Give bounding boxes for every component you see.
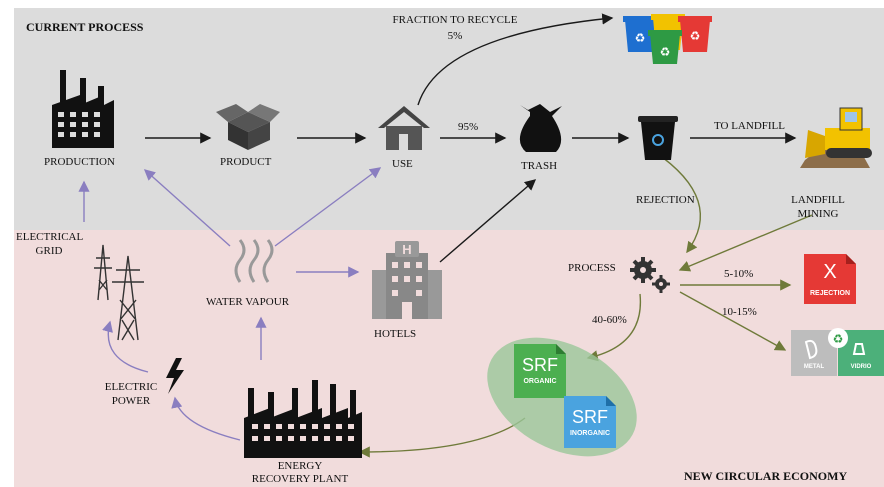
svg-text:♻: ♻ xyxy=(635,31,646,45)
pct-5-10-label: 5-10% xyxy=(724,268,754,280)
product-label: PRODUCT xyxy=(220,156,272,168)
current-process-title: CURRENT PROCESS xyxy=(26,20,144,34)
grid-label-1: ELECTRICAL xyxy=(16,231,84,243)
metal-glass-icon: ♻ xyxy=(791,328,884,376)
bulldozer-icon xyxy=(800,107,872,168)
srf-inorganic-sub: INORGANIC xyxy=(569,430,611,437)
arrow-landfill-process xyxy=(678,214,813,272)
rejection-badge-text: REJECTION xyxy=(809,290,851,297)
srf-inorganic-icon xyxy=(564,396,616,448)
plant-icon xyxy=(244,380,362,458)
hotel-icon: H xyxy=(372,241,442,319)
current-process-band xyxy=(14,8,884,230)
production-label: PRODUCTION xyxy=(44,156,115,168)
srf-organic-title: SRF xyxy=(522,355,558,375)
process-label: PROCESS xyxy=(568,262,616,274)
plant-label-2: RECOVERY PLANT xyxy=(251,473,349,485)
water-vapour-label: WATER VAPOUR xyxy=(206,296,290,308)
waste-bin-icon xyxy=(638,116,678,160)
metal-label: METAL xyxy=(803,364,825,370)
svg-text:♻: ♻ xyxy=(660,45,671,59)
electric-label-1: ELECTRIC xyxy=(104,381,158,393)
trash-label: TRASH xyxy=(521,160,558,172)
arrow-vapour-use xyxy=(274,167,382,247)
lightning-icon xyxy=(166,358,184,394)
arrow-process-srf xyxy=(586,293,642,362)
arrow-plant-power xyxy=(171,396,241,441)
glass-label: VIDRIO xyxy=(850,364,872,370)
circular-economy-title: NEW CIRCULAR ECONOMY xyxy=(684,469,848,483)
arrow-power-grid xyxy=(102,320,149,373)
arrow-bin-process xyxy=(654,151,702,254)
house-icon xyxy=(378,106,430,150)
svg-text:♻: ♻ xyxy=(833,332,844,346)
gears-icon xyxy=(630,257,670,293)
arrow-vapour-production xyxy=(143,169,231,247)
grid-label-2: GRID xyxy=(35,245,63,257)
plant-label-1: ENERGY xyxy=(277,460,323,472)
use-label: USE xyxy=(392,158,413,170)
recycle-label: FRACTION TO RECYCLE xyxy=(392,14,518,26)
pct-10-15-label: 10-15% xyxy=(722,306,757,318)
electric-tower-icon xyxy=(94,244,144,341)
recycle-bins-icon: ♻ ♻ ♻ xyxy=(623,14,712,64)
trash-bag-icon xyxy=(519,104,562,152)
circular-economy-band xyxy=(14,230,884,487)
trash-percent: 95% xyxy=(458,121,479,133)
landfill-mining-label-1: LANDFILL xyxy=(791,194,845,206)
srf-inorganic-title: SRF xyxy=(572,407,608,427)
vapour-icon xyxy=(234,239,274,283)
srf-organic-icon xyxy=(514,344,566,398)
rejection-x: X xyxy=(823,261,837,283)
factory-icon xyxy=(52,70,114,148)
rejection-doc-icon xyxy=(804,254,856,304)
hotels-label: HOTELS xyxy=(374,328,417,340)
box-icon xyxy=(216,104,280,150)
svg-text:H: H xyxy=(402,242,411,257)
landfill-label: TO LANDFILL xyxy=(714,120,785,132)
electric-label-2: POWER xyxy=(111,395,151,407)
arrow-process-recycled xyxy=(679,291,787,351)
srf-organic-sub: ORGANIC xyxy=(523,378,557,385)
pct-40-60-label: 40-60% xyxy=(592,314,627,326)
rejection-label: REJECTION xyxy=(636,194,695,206)
arrow-use-recycle xyxy=(417,13,614,106)
recycle-percent: 5% xyxy=(447,30,463,42)
arrow-hotels-trash xyxy=(439,179,537,263)
landfill-mining-label-2: MINING xyxy=(797,208,839,220)
svg-text:♻: ♻ xyxy=(690,29,701,43)
